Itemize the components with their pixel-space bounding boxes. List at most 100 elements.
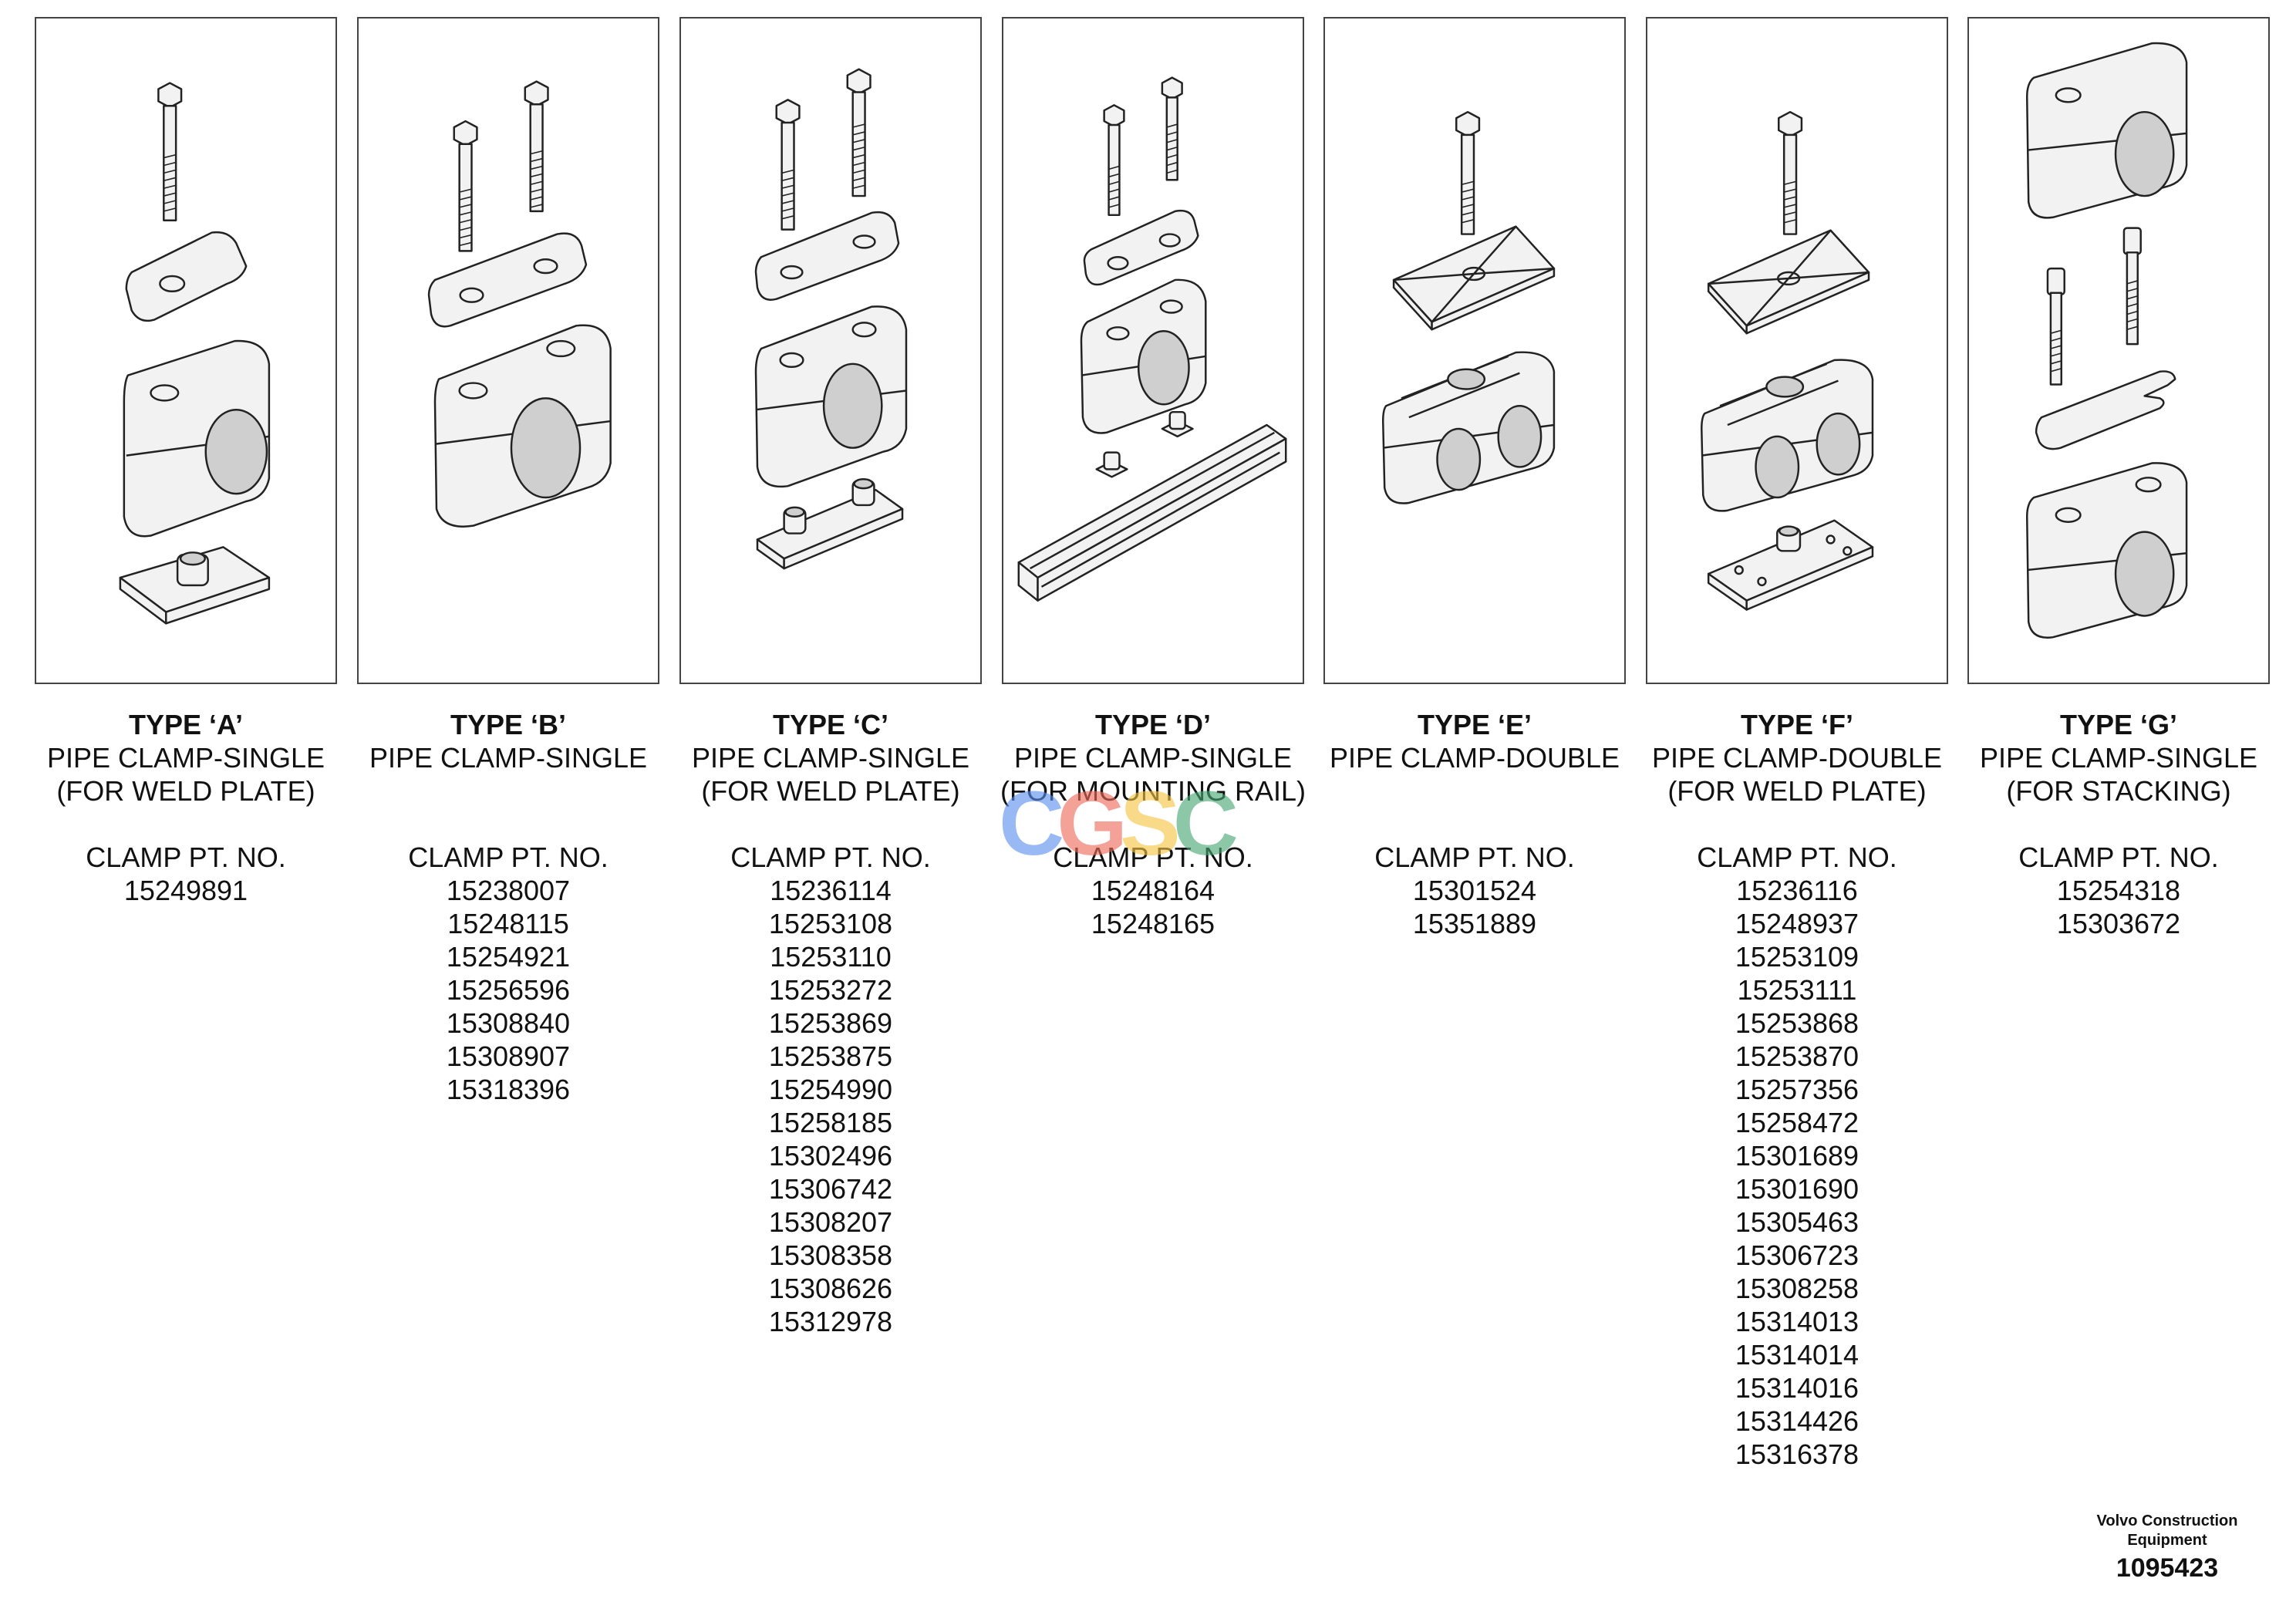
part-number: 15308207 (768, 1206, 893, 1238)
cgsc-watermark: CGSC (999, 771, 1323, 875)
clamp-description: PIPE CLAMP-SINGLE (369, 742, 648, 774)
part-number: 15253110 (770, 941, 892, 973)
cover-plate (1707, 229, 1870, 335)
part-number: 15257356 (1735, 1074, 1859, 1105)
mounting-rail (1017, 423, 1287, 602)
clamp-column: TYPE ‘C’PIPE CLAMP-SINGLE(FOR WELD PLATE… (669, 708, 993, 1338)
clamp-type-title: TYPE ‘F’ (1740, 709, 1854, 740)
clamp-block (433, 324, 612, 528)
part-number: 15314016 (1735, 1372, 1859, 1404)
clamp-column: TYPE ‘G’PIPE CLAMP-SINGLE(FOR STACKING) C… (1957, 708, 2281, 940)
parts-label: CLAMP PT. NO. (730, 841, 931, 873)
bolt (846, 68, 872, 197)
panel-type-d (1002, 17, 1304, 684)
part-number: 15253111 (1737, 974, 1857, 1006)
clamp-description: (FOR WELD PLATE) (1667, 775, 1927, 807)
lower-clamp-block (2025, 462, 2188, 639)
clamp-description: (FOR MOUNTING RAIL) (1000, 775, 1306, 807)
part-number: 15308907 (446, 1040, 571, 1072)
part-number: 15258185 (768, 1107, 893, 1138)
bolt (1778, 110, 1803, 235)
clamp-column: TYPE ‘E’PIPE CLAMP-DOUBLE CLAMP PT. NO.15… (1313, 708, 1637, 940)
bolt (453, 120, 478, 252)
parts-label: CLAMP PT. NO. (1374, 841, 1575, 873)
washer-plate (125, 231, 248, 322)
spacer (346, 808, 670, 841)
panel-type-a (35, 17, 337, 684)
bolt (775, 99, 801, 231)
bolt (524, 80, 549, 213)
spacer (346, 774, 670, 808)
part-number: 15314014 (1735, 1339, 1859, 1371)
part-number: 15236114 (770, 875, 892, 906)
clamp-type-title: TYPE ‘G’ (2059, 709, 2178, 740)
clamp-type-b-illustration (427, 80, 612, 528)
clamp-type-title: TYPE ‘D’ (1094, 709, 1212, 740)
part-number: 15306723 (1735, 1239, 1859, 1271)
part-number: 15316378 (1735, 1438, 1859, 1470)
part-number: 15254318 (2056, 875, 2181, 906)
spacer (1635, 808, 1959, 841)
panel-type-c (679, 17, 982, 684)
clamp-column: TYPE ‘D’PIPE CLAMP-SINGLE(FOR MOUNTING R… (991, 708, 1315, 940)
part-number: 15308258 (1735, 1273, 1859, 1304)
clamp-type-f-illustration (1701, 110, 1874, 611)
spacer (1957, 808, 2281, 841)
part-number: 15301524 (1412, 875, 1537, 906)
part-number: 15314426 (1735, 1405, 1859, 1437)
bolt (1455, 110, 1481, 235)
clamp-type-title: TYPE ‘C’ (772, 709, 889, 740)
part-number: 15301690 (1735, 1173, 1859, 1205)
part-number: 15258472 (1735, 1107, 1859, 1138)
part-number: 15249891 (123, 875, 248, 906)
part-number: 15253870 (1735, 1040, 1859, 1072)
parts-label: CLAMP PT. NO. (2018, 841, 2219, 873)
part-number: 15248937 (1735, 908, 1859, 939)
weld-plate (119, 546, 271, 625)
double-clamp-block (1701, 359, 1874, 512)
part-number: 15308840 (446, 1007, 571, 1039)
stacking-bolt (2122, 227, 2142, 346)
clamp-type-title: TYPE ‘E’ (1417, 709, 1532, 740)
double-clamp-block (1381, 351, 1556, 504)
company-line-1: Volvo Construction (2096, 1512, 2238, 1529)
clamp-block (123, 339, 271, 538)
clamp-block (754, 305, 908, 488)
clamp-description: PIPE CLAMP-SINGLE (1979, 742, 2258, 774)
stacking-bolt (2046, 267, 2065, 386)
spacer (24, 808, 348, 841)
panel-type-f (1646, 17, 1948, 684)
upper-clamp-block (2025, 42, 2188, 219)
part-number: 15253868 (1735, 1007, 1859, 1039)
part-number: 15318396 (446, 1074, 571, 1105)
bolt (1103, 104, 1125, 217)
company-line-2: Equipment (2127, 1532, 2207, 1549)
drawing-number: 1095423 (2116, 1553, 2219, 1583)
clamp-type-d-illustration (1017, 76, 1287, 602)
part-number: 15238007 (446, 875, 571, 906)
part-number: 15256596 (446, 974, 571, 1006)
clamp-description: PIPE CLAMP-DOUBLE (1651, 742, 1943, 774)
part-number: 15236116 (1736, 875, 1858, 906)
clamp-column: TYPE ‘A’PIPE CLAMP-SINGLE(FOR WELD PLATE… (24, 708, 348, 907)
clamp-description: (FOR STACKING) (2006, 775, 2231, 807)
part-number: 15253272 (768, 974, 893, 1006)
part-number: 15305463 (1735, 1206, 1859, 1238)
clamp-description: PIPE CLAMP-DOUBLE (1329, 742, 1620, 774)
clamp-description: PIPE CLAMP-SINGLE (46, 742, 325, 774)
spacer (1313, 808, 1637, 841)
parts-label: CLAMP PT. NO. (408, 841, 609, 873)
clamp-description: (FOR WELD PLATE) (56, 775, 315, 807)
watermark-letter: G (1057, 773, 1128, 875)
clamp-block (1080, 278, 1207, 434)
washer-plate (754, 211, 900, 301)
clamp-type-c-illustration (754, 68, 908, 570)
panel-type-e (1323, 17, 1626, 684)
part-number: 15253108 (768, 908, 893, 939)
panel-type-g (1967, 17, 2270, 684)
clamp-type-a-illustration (119, 82, 271, 625)
safety-plate (2035, 370, 2176, 450)
part-number: 15301689 (1735, 1140, 1859, 1172)
clamp-type-title: TYPE ‘A’ (128, 709, 244, 740)
